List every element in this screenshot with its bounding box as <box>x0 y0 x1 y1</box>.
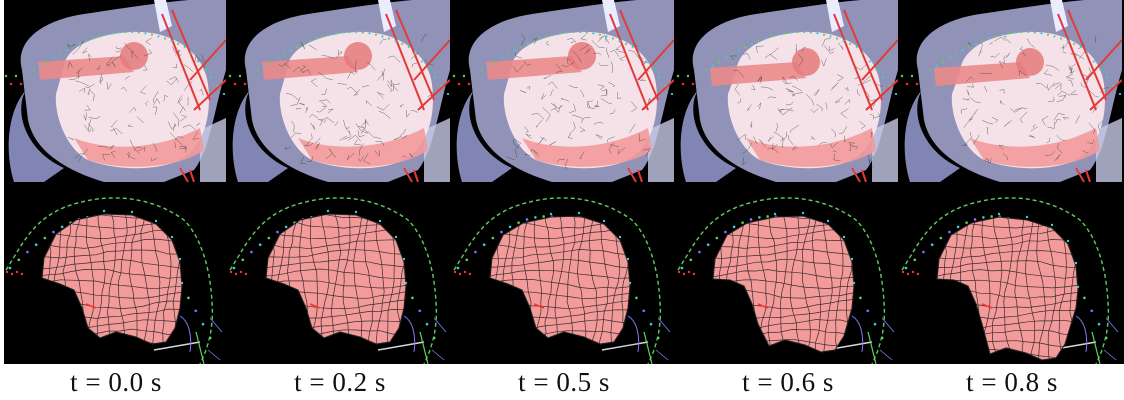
panel-2d-mesh-frame-2 <box>228 182 450 364</box>
panel-3d-view-frame-3 <box>452 0 674 182</box>
time-label-frame-4: t = 0.6 s <box>742 367 834 397</box>
tongue-simulation-figure <box>4 0 1124 364</box>
panel-2d-mesh-frame-1 <box>4 182 226 364</box>
panel-3d-view-frame-2 <box>228 0 450 182</box>
tongue-2d-mesh <box>41 213 183 345</box>
time-label-frame-2: t = 0.2 s <box>294 367 386 397</box>
panel-3d-view-frame-4 <box>676 0 898 182</box>
vocal-tract-wall-markers <box>677 197 886 364</box>
panel-2d-mesh-frame-3 <box>452 182 674 364</box>
vocal-tract-wall-markers <box>5 197 214 364</box>
muscle-fibers <box>385 9 450 182</box>
panel-2d-mesh-frame-5 <box>900 182 1122 364</box>
muscle-fibers <box>833 9 898 182</box>
panel-3d-view-frame-1 <box>4 0 226 182</box>
muscle-fibers <box>1057 9 1122 182</box>
panel-2d-mesh-frame-4 <box>676 182 898 364</box>
muscle-fibers <box>161 9 226 182</box>
time-label-frame-1: t = 0.0 s <box>70 367 162 397</box>
vocal-tract-wall-markers <box>453 197 662 364</box>
vocal-tract-wall-markers <box>901 197 1110 364</box>
time-label-frame-5: t = 0.8 s <box>966 367 1058 397</box>
panel-3d-view-frame-5 <box>900 0 1122 182</box>
vocal-tract-wall-markers <box>229 197 438 364</box>
muscle-fibers <box>609 9 674 182</box>
time-label-frame-3: t = 0.5 s <box>518 367 610 397</box>
